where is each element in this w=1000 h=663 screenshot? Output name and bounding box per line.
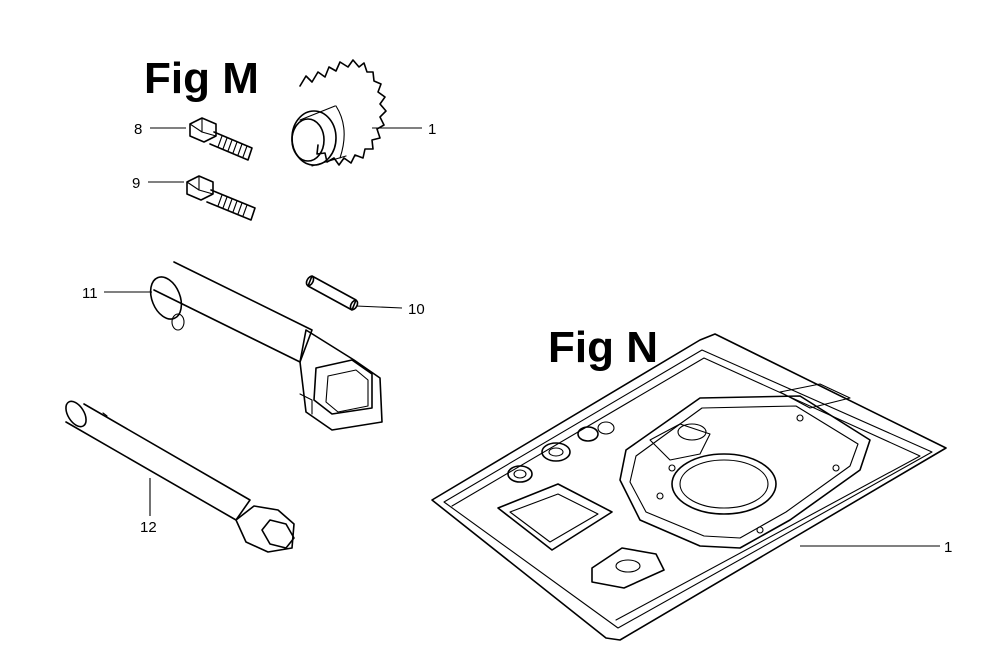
pin-10 <box>305 275 359 311</box>
callout-gasket: 1 <box>944 539 952 556</box>
gasket-set <box>431 333 947 641</box>
fig-n-title: Fig N <box>548 323 658 372</box>
bolt-9 <box>186 175 256 221</box>
callout-12: 12 <box>140 519 157 536</box>
callout-10: 10 <box>408 301 425 318</box>
drive-gear <box>291 59 387 167</box>
callout-9: 9 <box>132 175 140 192</box>
leader-10 <box>355 305 403 309</box>
callout-8: 8 <box>134 121 142 138</box>
callout-11: 11 <box>82 285 98 302</box>
box-wrench-11 <box>149 261 383 431</box>
handle-12 <box>65 400 295 553</box>
bolt-8 <box>189 117 253 161</box>
callout-gear: 1 <box>428 121 436 138</box>
fig-m-title: Fig M <box>144 54 259 103</box>
